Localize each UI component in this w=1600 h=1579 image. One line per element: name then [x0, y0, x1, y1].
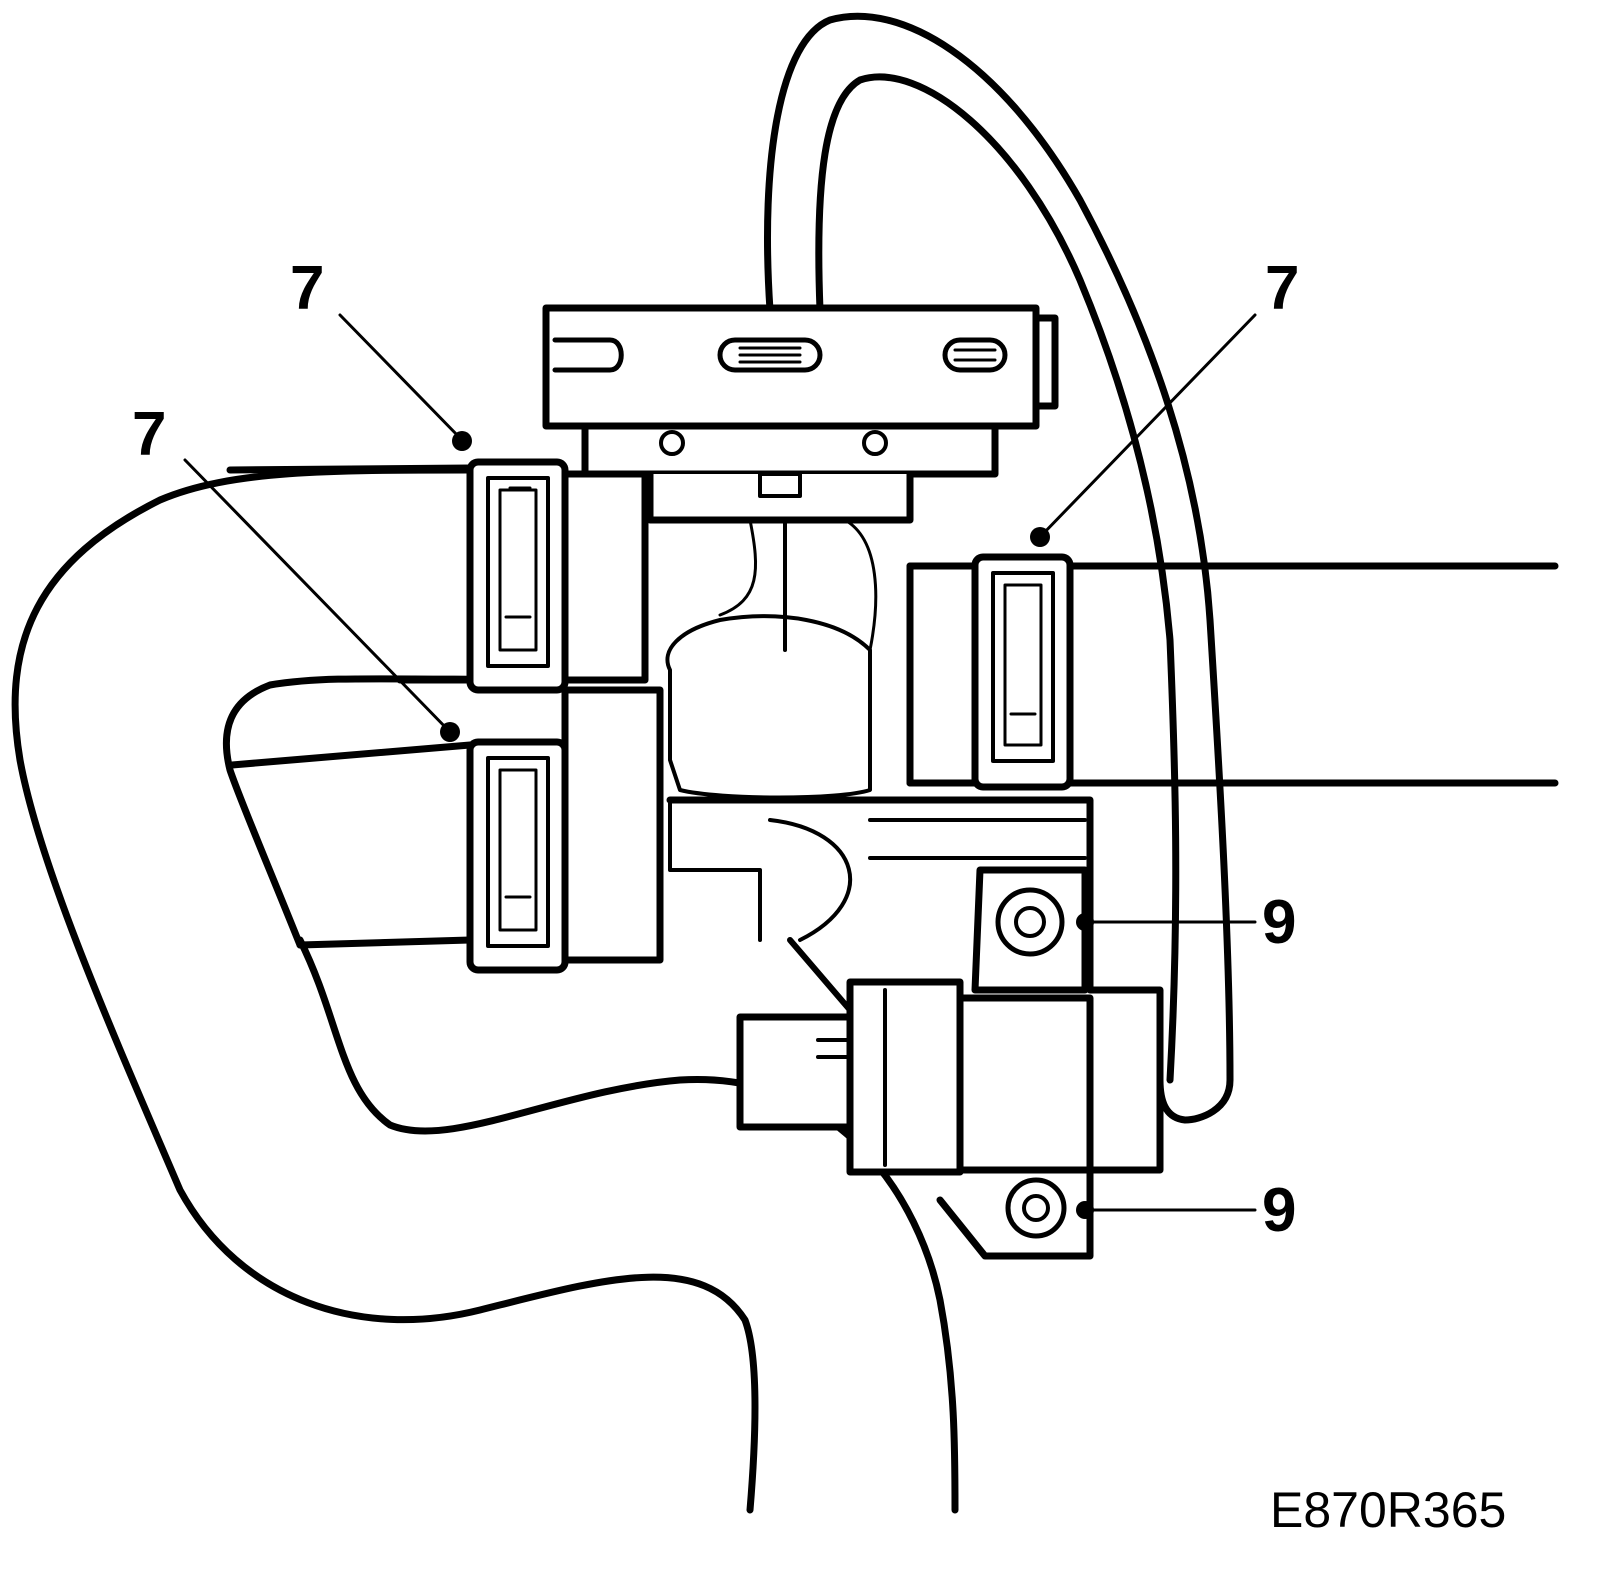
- callout-bolt-lower: 9: [1262, 1176, 1297, 1245]
- lower-return-hose: [11, 466, 759, 1514]
- callout-clamp-left: 7: [132, 400, 167, 469]
- leader-left: [183, 458, 454, 736]
- bracket-upper: [971, 866, 1089, 994]
- vacuum-hose-outer: [764, 12, 1234, 1124]
- clamp-lower-left-shape: [466, 738, 569, 974]
- bracket-lower: [936, 1166, 1094, 1260]
- leader-top-left: [338, 313, 464, 442]
- upper-hose-top: [226, 464, 474, 474]
- callout-bolt-upper: 9: [1262, 888, 1297, 957]
- hose-band-lower: [296, 936, 474, 949]
- callout-clamp-top-left: 7: [290, 254, 325, 323]
- hose-band-upper: [228, 741, 474, 769]
- clamp-right-shape: [971, 553, 1074, 791]
- leader-right: [1038, 313, 1257, 539]
- lower-return-hose-inner: [296, 936, 959, 1514]
- solenoid-connector: [846, 978, 964, 1176]
- figure-id: E870R365: [1270, 1482, 1507, 1538]
- callout-clamp-right: 7: [1265, 254, 1300, 323]
- vacuum-hose-inner: [815, 73, 1180, 1084]
- clamp-upper-left-shape: [466, 458, 569, 694]
